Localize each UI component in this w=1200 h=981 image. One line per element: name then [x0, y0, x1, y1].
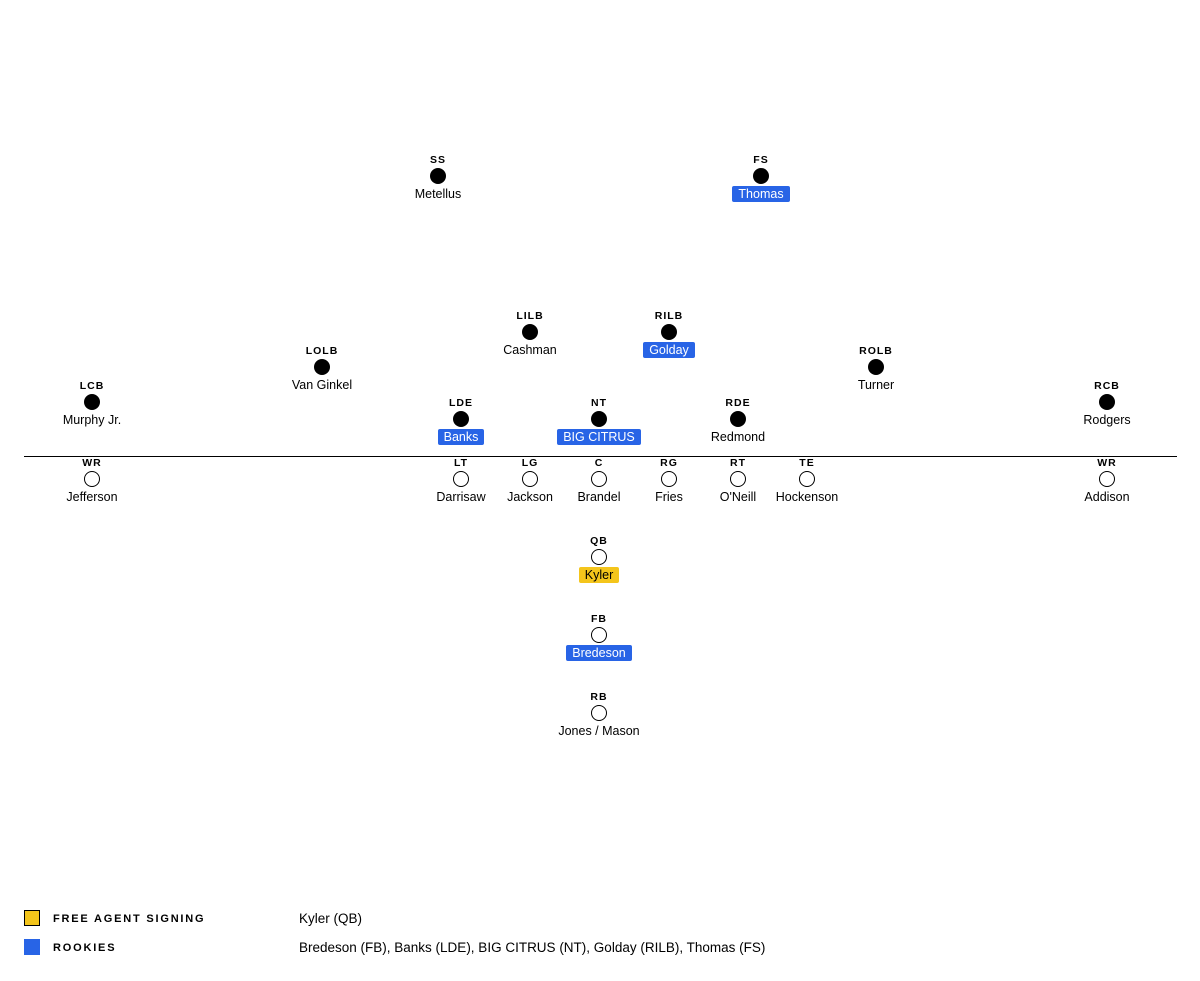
defense-marker-icon — [730, 411, 746, 427]
player-name: Murphy Jr. — [62, 413, 122, 427]
player-name: Darrisaw — [436, 490, 486, 504]
position-label: TE — [799, 457, 815, 469]
legend-label-rookies: ROOKIES — [53, 942, 117, 954]
defense-player-nt-9: NT BIG CITRUS — [519, 397, 679, 445]
defense-marker-icon — [1099, 394, 1115, 410]
defense-player-rcb-7: RCB Rodgers — [1027, 380, 1187, 428]
position-label: SS — [429, 154, 446, 166]
offense-player-lg-2: LG Jackson — [450, 457, 610, 505]
position-label: FS — [753, 154, 769, 166]
offense-player-wr-7: WR Addison — [1027, 457, 1187, 505]
defense-marker-icon — [661, 324, 677, 340]
player-name: Jefferson — [66, 490, 118, 504]
player-name: Jackson — [507, 490, 553, 504]
defense-player-rilb-3: RILB Golday — [589, 310, 749, 358]
offense-player-wr-0: WR Jefferson — [12, 457, 172, 505]
offense-marker-icon — [591, 705, 607, 721]
position-label: LG — [521, 457, 539, 469]
legend-players-free-agent: Kyler (QB) — [299, 911, 363, 926]
free-agent-swatch-icon — [24, 910, 40, 926]
player-name: Fries — [655, 490, 683, 504]
defense-player-rolb-5: ROLB Turner — [796, 345, 956, 393]
defense-marker-icon — [753, 168, 769, 184]
defense-player-lolb-4: LOLB Van Ginkel — [242, 345, 402, 393]
line-of-scrimmage — [24, 456, 1177, 457]
defense-player-rde-10: RDE Redmond — [658, 397, 818, 445]
player-name: Metellus — [414, 187, 462, 201]
offense-marker-icon — [522, 471, 538, 487]
offense-marker-icon — [453, 471, 469, 487]
player-name: BIG CITRUS — [557, 429, 641, 445]
player-name: O'Neill — [719, 490, 757, 504]
defense-marker-icon — [84, 394, 100, 410]
position-label: QB — [590, 535, 608, 547]
player-name: Turner — [857, 378, 895, 392]
position-label: RB — [590, 691, 608, 703]
defense-player-fs-1: FS Thomas — [681, 154, 841, 202]
offense-player-te-6: TE Hockenson — [727, 457, 887, 505]
offense-marker-icon — [591, 471, 607, 487]
defense-marker-icon — [522, 324, 538, 340]
position-label: LT — [453, 457, 469, 469]
position-label: NT — [591, 397, 607, 409]
offense-player-c-3: C Brandel — [519, 457, 679, 505]
player-name: Golday — [643, 342, 695, 358]
player-name: Brandel — [577, 490, 621, 504]
legend-players-rookies: Bredeson (FB), Banks (LDE), BIG CITRUS (… — [299, 940, 766, 955]
offense-marker-icon — [799, 471, 815, 487]
position-label: RT — [730, 457, 746, 469]
position-label: LCB — [79, 380, 105, 392]
position-label: FB — [591, 613, 607, 625]
position-label: LILB — [516, 310, 544, 322]
defense-marker-icon — [591, 411, 607, 427]
defense-player-lilb-2: LILB Cashman — [450, 310, 610, 358]
position-label: LOLB — [305, 345, 339, 357]
position-label: RCB — [1094, 380, 1120, 392]
player-name: Cashman — [503, 343, 557, 357]
offense-player-fb-9: FB Bredeson — [519, 613, 679, 661]
offense-marker-icon — [84, 471, 100, 487]
offense-marker-icon — [591, 549, 607, 565]
defense-marker-icon — [430, 168, 446, 184]
position-label: RILB — [654, 310, 684, 322]
offense-player-rb-10: RB Jones / Mason — [519, 691, 679, 739]
player-name: Thomas — [732, 186, 790, 202]
offense-marker-icon — [730, 471, 746, 487]
position-label: WR — [1097, 457, 1117, 469]
offense-player-rg-4: RG Fries — [589, 457, 749, 505]
player-name: Addison — [1084, 490, 1130, 504]
position-label: LDE — [449, 397, 473, 409]
defense-marker-icon — [314, 359, 330, 375]
position-label: ROLB — [859, 345, 893, 357]
offense-marker-icon — [661, 471, 677, 487]
offense-player-rt-5: RT O'Neill — [658, 457, 818, 505]
offense-marker-icon — [1099, 471, 1115, 487]
position-label: RG — [660, 457, 678, 469]
position-label: RDE — [725, 397, 751, 409]
position-label: C — [594, 457, 604, 469]
position-label: WR — [82, 457, 102, 469]
player-name: Rodgers — [1083, 413, 1131, 427]
defense-player-lcb-6: LCB Murphy Jr. — [12, 380, 172, 428]
defense-marker-icon — [868, 359, 884, 375]
player-name: Hockenson — [775, 490, 839, 504]
defense-player-ss-0: SS Metellus — [358, 154, 518, 202]
player-name: Kyler — [578, 567, 620, 583]
defense-marker-icon — [453, 411, 469, 427]
offense-player-qb-8: QB Kyler — [519, 535, 679, 583]
legend-label-free-agent: FREE AGENT SIGNING — [53, 913, 206, 925]
defense-player-lde-8: LDE Banks — [381, 397, 541, 445]
legend-row-free-agent: FREE AGENT SIGNING Kyler (QB) — [24, 910, 1124, 928]
player-name: Redmond — [710, 430, 766, 444]
player-name: Van Ginkel — [291, 378, 353, 392]
rookie-swatch-icon — [24, 939, 40, 955]
player-name: Banks — [437, 429, 485, 445]
player-name: Bredeson — [566, 645, 632, 661]
legend-row-rookies: ROOKIES Bredeson (FB), Banks (LDE), BIG … — [24, 939, 1124, 957]
offense-player-lt-1: LT Darrisaw — [381, 457, 541, 505]
player-name: Jones / Mason — [558, 724, 640, 738]
offense-marker-icon — [591, 627, 607, 643]
